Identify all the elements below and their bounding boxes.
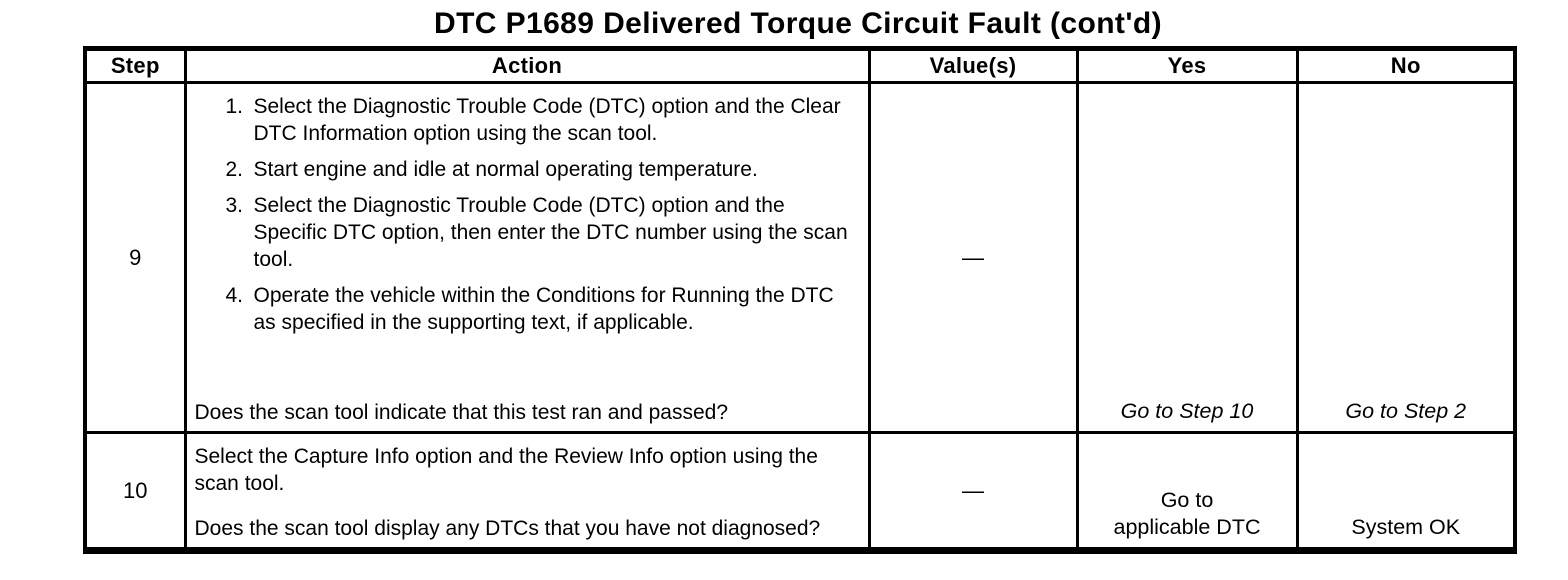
action-question: Does the scan tool indicate that this te… — [194, 401, 729, 424]
yes-result-cell: Go to applicable DTC — [1075, 431, 1299, 552]
step-number: 9 — [83, 81, 187, 434]
action-item-number: 4. — [225, 284, 244, 307]
action-item: 1. Select the Diagnostic Trouble Code (D… — [195, 93, 858, 147]
action-question: Does the scan tool display any DTCs that… — [194, 517, 821, 540]
action-item-text: Operate the vehicle within the Condition… — [253, 284, 834, 334]
col-header-action: Action — [183, 47, 871, 84]
col-header-values: Value(s) — [867, 47, 1079, 84]
action-content: 1. Select the Diagnostic Trouble Code (D… — [187, 84, 868, 431]
action-item-text: Select the Diagnostic Trouble Code (DTC)… — [253, 194, 848, 271]
value-cell: — — [867, 81, 1079, 434]
no-result-line: System OK — [1351, 515, 1461, 539]
page-title: DTC P1689 Delivered Torque Circuit Fault… — [434, 7, 1162, 40]
action-paragraph: Select the Capture Info option and the R… — [194, 445, 818, 495]
action-item: 4. Operate the vehicle within the Condit… — [195, 282, 858, 336]
yes-result-line: Go to Step 10 — [1120, 399, 1254, 423]
action-item: 3. Select the Diagnostic Trouble Code (D… — [195, 192, 858, 273]
no-result-cell: System OK — [1295, 431, 1517, 552]
action-item-number: 2. — [225, 158, 244, 181]
action-item-text: Select the Diagnostic Trouble Code (DTC)… — [253, 95, 841, 145]
action-item-number: 1. — [225, 95, 244, 118]
step-number: 10 — [83, 431, 187, 552]
table-row-step-10: 10 Select the Capture Info option and th… — [83, 431, 1517, 552]
action-item-text: Start engine and idle at normal operatin… — [253, 158, 758, 181]
yes-result-line: applicable DTC — [1113, 515, 1261, 539]
col-header-no: No — [1295, 47, 1517, 84]
action-content: Select the Capture Info option and the R… — [187, 434, 868, 547]
value-cell: — — [867, 431, 1079, 552]
col-header-yes: Yes — [1075, 47, 1299, 84]
no-result-line: Go to Step 2 — [1345, 399, 1467, 423]
header-row: Step Action Value(s) Yes No — [83, 47, 1517, 84]
col-header-step: Step — [83, 47, 187, 84]
yes-result-cell: Go to Step 10 — [1075, 81, 1299, 434]
action-item: 2. Start engine and idle at normal opera… — [195, 156, 858, 183]
yes-result-line: Go to — [1160, 488, 1214, 512]
table-row-step-9: 9 1. Select the Diagnostic Trouble Code … — [83, 81, 1517, 434]
diagnostic-table: Step Action Value(s) Yes No 9 1. Select … — [83, 46, 1517, 554]
action-item-number: 3. — [225, 194, 244, 217]
no-result-cell: Go to Step 2 — [1295, 81, 1517, 434]
action-cell: 1. Select the Diagnostic Trouble Code (D… — [183, 81, 871, 434]
action-cell: Select the Capture Info option and the R… — [183, 431, 871, 552]
